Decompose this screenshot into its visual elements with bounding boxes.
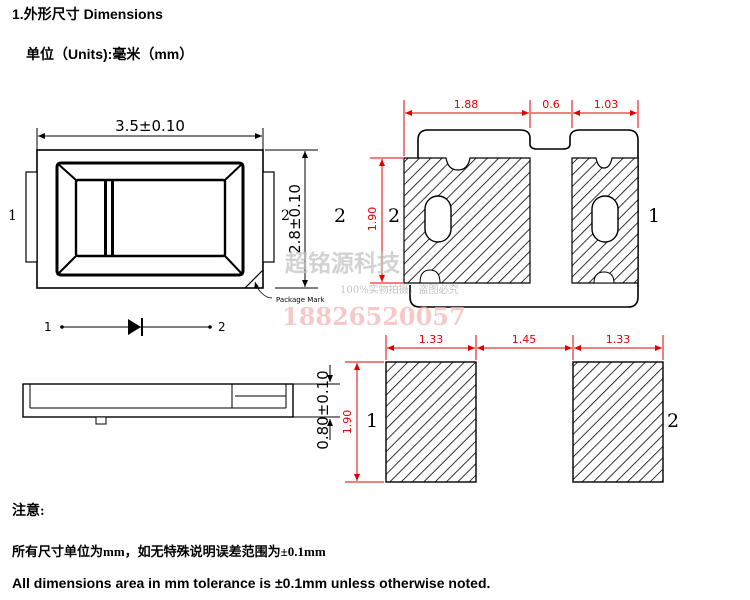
solder-dim-3: 1.33 bbox=[606, 333, 631, 346]
page-title: 1.外形尺寸 Dimensions bbox=[12, 6, 163, 22]
watermark: 超铭源科技 100%实物拍摄，盗图必究 18826520057 bbox=[282, 250, 466, 331]
pad-layout-outer-label: 2 bbox=[334, 205, 346, 227]
solder-dim-2: 1.45 bbox=[512, 333, 537, 346]
side-view: 0.80±0.10 bbox=[22, 365, 340, 450]
thickness-dimension: 0.80±0.10 bbox=[314, 370, 332, 449]
watermark-notice: 100%实物拍摄，盗图必究 bbox=[340, 283, 459, 296]
watermark-name: 超铭源科技 bbox=[285, 250, 401, 277]
top-view: 3.5±0.10 Package Mark 2.8±0.10 1 2 bbox=[8, 117, 325, 304]
pad-dim-1: 1.88 bbox=[454, 98, 479, 111]
solder-left-label: 1 bbox=[366, 410, 378, 432]
pad-layout-right-label: 1 bbox=[648, 205, 660, 227]
diode-anode-label: 1 bbox=[44, 320, 52, 334]
diode-symbol: 1 2 bbox=[44, 318, 226, 336]
width-dimension: 3.5±0.10 bbox=[115, 117, 185, 135]
diode-cathode-label: 2 bbox=[218, 320, 226, 334]
notes-english: All dimensions area in mm tolerance is ±… bbox=[12, 575, 491, 591]
solder-right-label: 2 bbox=[667, 410, 679, 432]
solder-height-dim: 1.90 bbox=[341, 410, 354, 435]
pad-height-dim: 1.90 bbox=[366, 207, 379, 232]
pad-label-right: 2 bbox=[281, 208, 290, 224]
pad-layout-left-label: 2 bbox=[388, 205, 400, 227]
height-dimension: 2.8±0.10 bbox=[286, 184, 304, 254]
watermark-phone: 18826520057 bbox=[282, 302, 466, 331]
solder-pads: 1.33 1.45 1.33 1.90 1 2 bbox=[341, 333, 679, 483]
pad-dim-2: 0.6 bbox=[542, 98, 560, 111]
pad-dim-3: 1.03 bbox=[594, 98, 619, 111]
units-label: 单位（Units):毫米（mm） bbox=[26, 46, 194, 62]
pad-label-left: 1 bbox=[8, 208, 17, 224]
pad-layout: 1.88 0.6 1.03 1.90 2 2 1 bbox=[334, 98, 660, 308]
solder-dim-1: 1.33 bbox=[419, 333, 444, 346]
notes-title: 注意: bbox=[12, 504, 45, 519]
notes-chinese: 所有尺寸单位为mm，如无特殊说明误差范围为±0.1mm bbox=[12, 544, 326, 559]
package-mark-label: Package Mark bbox=[276, 296, 325, 304]
